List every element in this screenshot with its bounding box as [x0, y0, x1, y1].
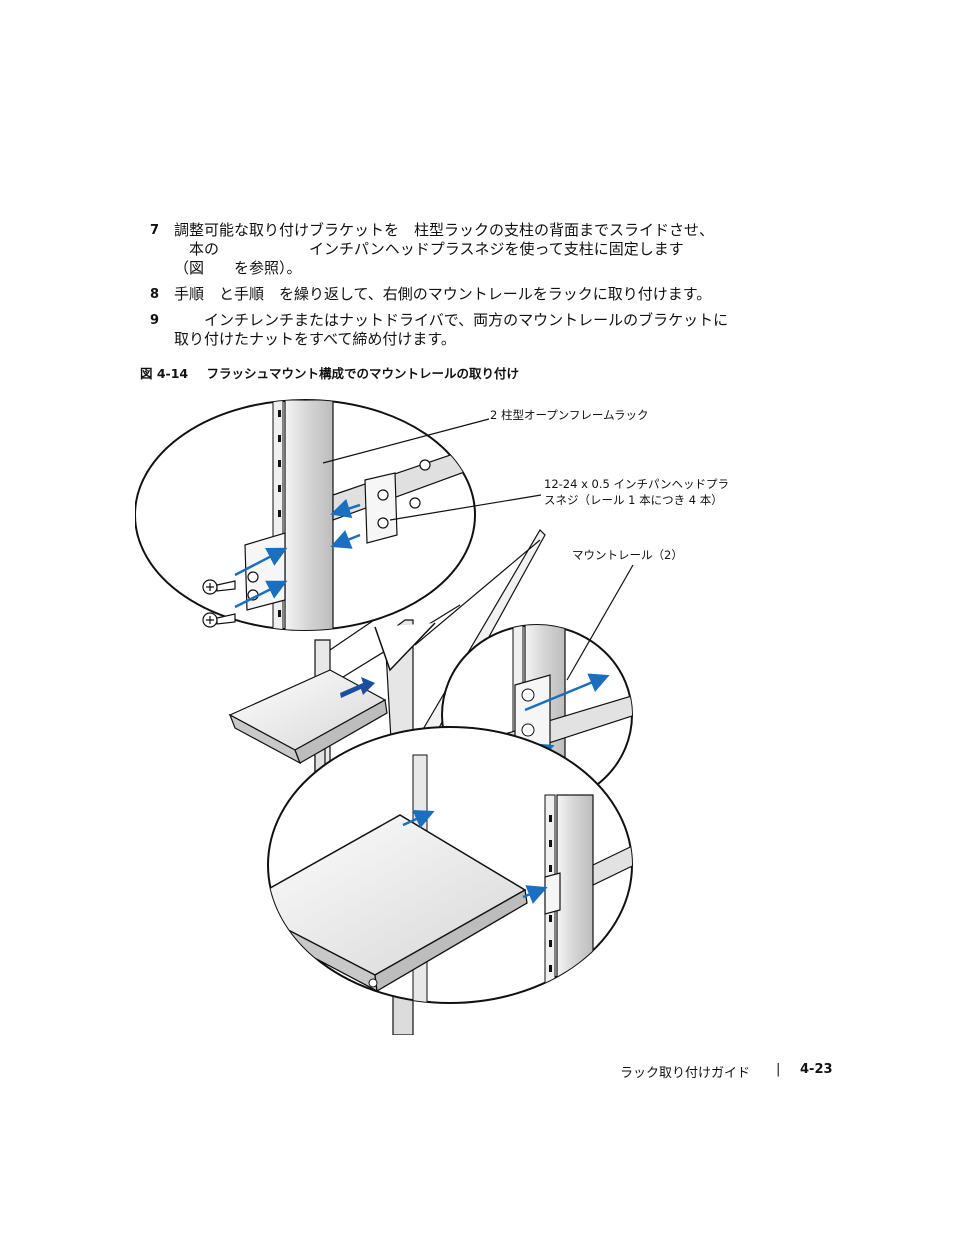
callout-leader-lines	[322, 418, 634, 681]
rack-installation-illustration	[135, 399, 634, 1035]
insert-arrow-icon	[340, 677, 375, 698]
nut-icon	[247, 459, 431, 601]
step-line: 手順 と手順 を繰り返して、右側のマウントレールをラックに取り付けます。	[174, 285, 712, 303]
figure-number: 図 4-14	[140, 366, 189, 381]
page-number: 4-23	[800, 1062, 833, 1077]
step-text: 手順 と手順 を繰り返して、右側のマウントレールをラックに取り付けます。	[174, 285, 774, 304]
step-number: 9	[150, 313, 160, 328]
footer-separator: |	[776, 1062, 781, 1077]
step-number: 7	[150, 223, 160, 238]
server-chassis-small	[228, 669, 388, 765]
figure-title: フラッシュマウント構成でのマウントレールの取り付け	[206, 366, 520, 381]
footer-section: ラック取り付けガイド	[620, 1066, 751, 1081]
callout-screws: 12-24 x 0.5 インチパンヘッドプラ スネジ（レール 1 本につき 4 …	[544, 476, 729, 508]
step-line: 調整可能な取り付けブラケットを 柱型ラックの支柱の背面までスライドさせ、	[174, 221, 715, 239]
step-line: 本の インチパンヘッドプラスネジを使って支柱に固定します	[174, 240, 684, 258]
step-text: インチレンチまたはナットドライバで、両方のマウントレールのブラケットに 取り付け…	[174, 311, 774, 349]
step-number: 8	[150, 287, 160, 302]
detail-circle-top	[135, 399, 476, 672]
callout-screws-line: 12-24 x 0.5 インチパンヘッドプラ	[544, 477, 730, 491]
screw-icon	[202, 612, 236, 628]
callout-rack: 2 柱型オープンフレームラック	[490, 408, 649, 422]
screw-icon	[202, 579, 236, 595]
step-line: （図 を参照）。	[174, 259, 302, 277]
step-text: 調整可能な取り付けブラケットを 柱型ラックの支柱の背面までスライドさせ、 本の …	[174, 221, 774, 278]
callout-rails: マウントレール（2）	[572, 548, 683, 562]
step-line: インチレンチまたはナットドライバで、両方のマウントレールのブラケットに	[174, 311, 729, 329]
step-line: 取り付けたナットをすべて締め付けます。	[174, 330, 456, 348]
direction-arrows	[234, 498, 361, 609]
detail-circle-bottom	[267, 726, 633, 1004]
callout-screws-line: スネジ（レール 1 本につき 4 本）	[544, 493, 723, 507]
figure-caption: 図 4-14 フラッシュマウント構成でのマウントレールの取り付け	[140, 363, 519, 382]
